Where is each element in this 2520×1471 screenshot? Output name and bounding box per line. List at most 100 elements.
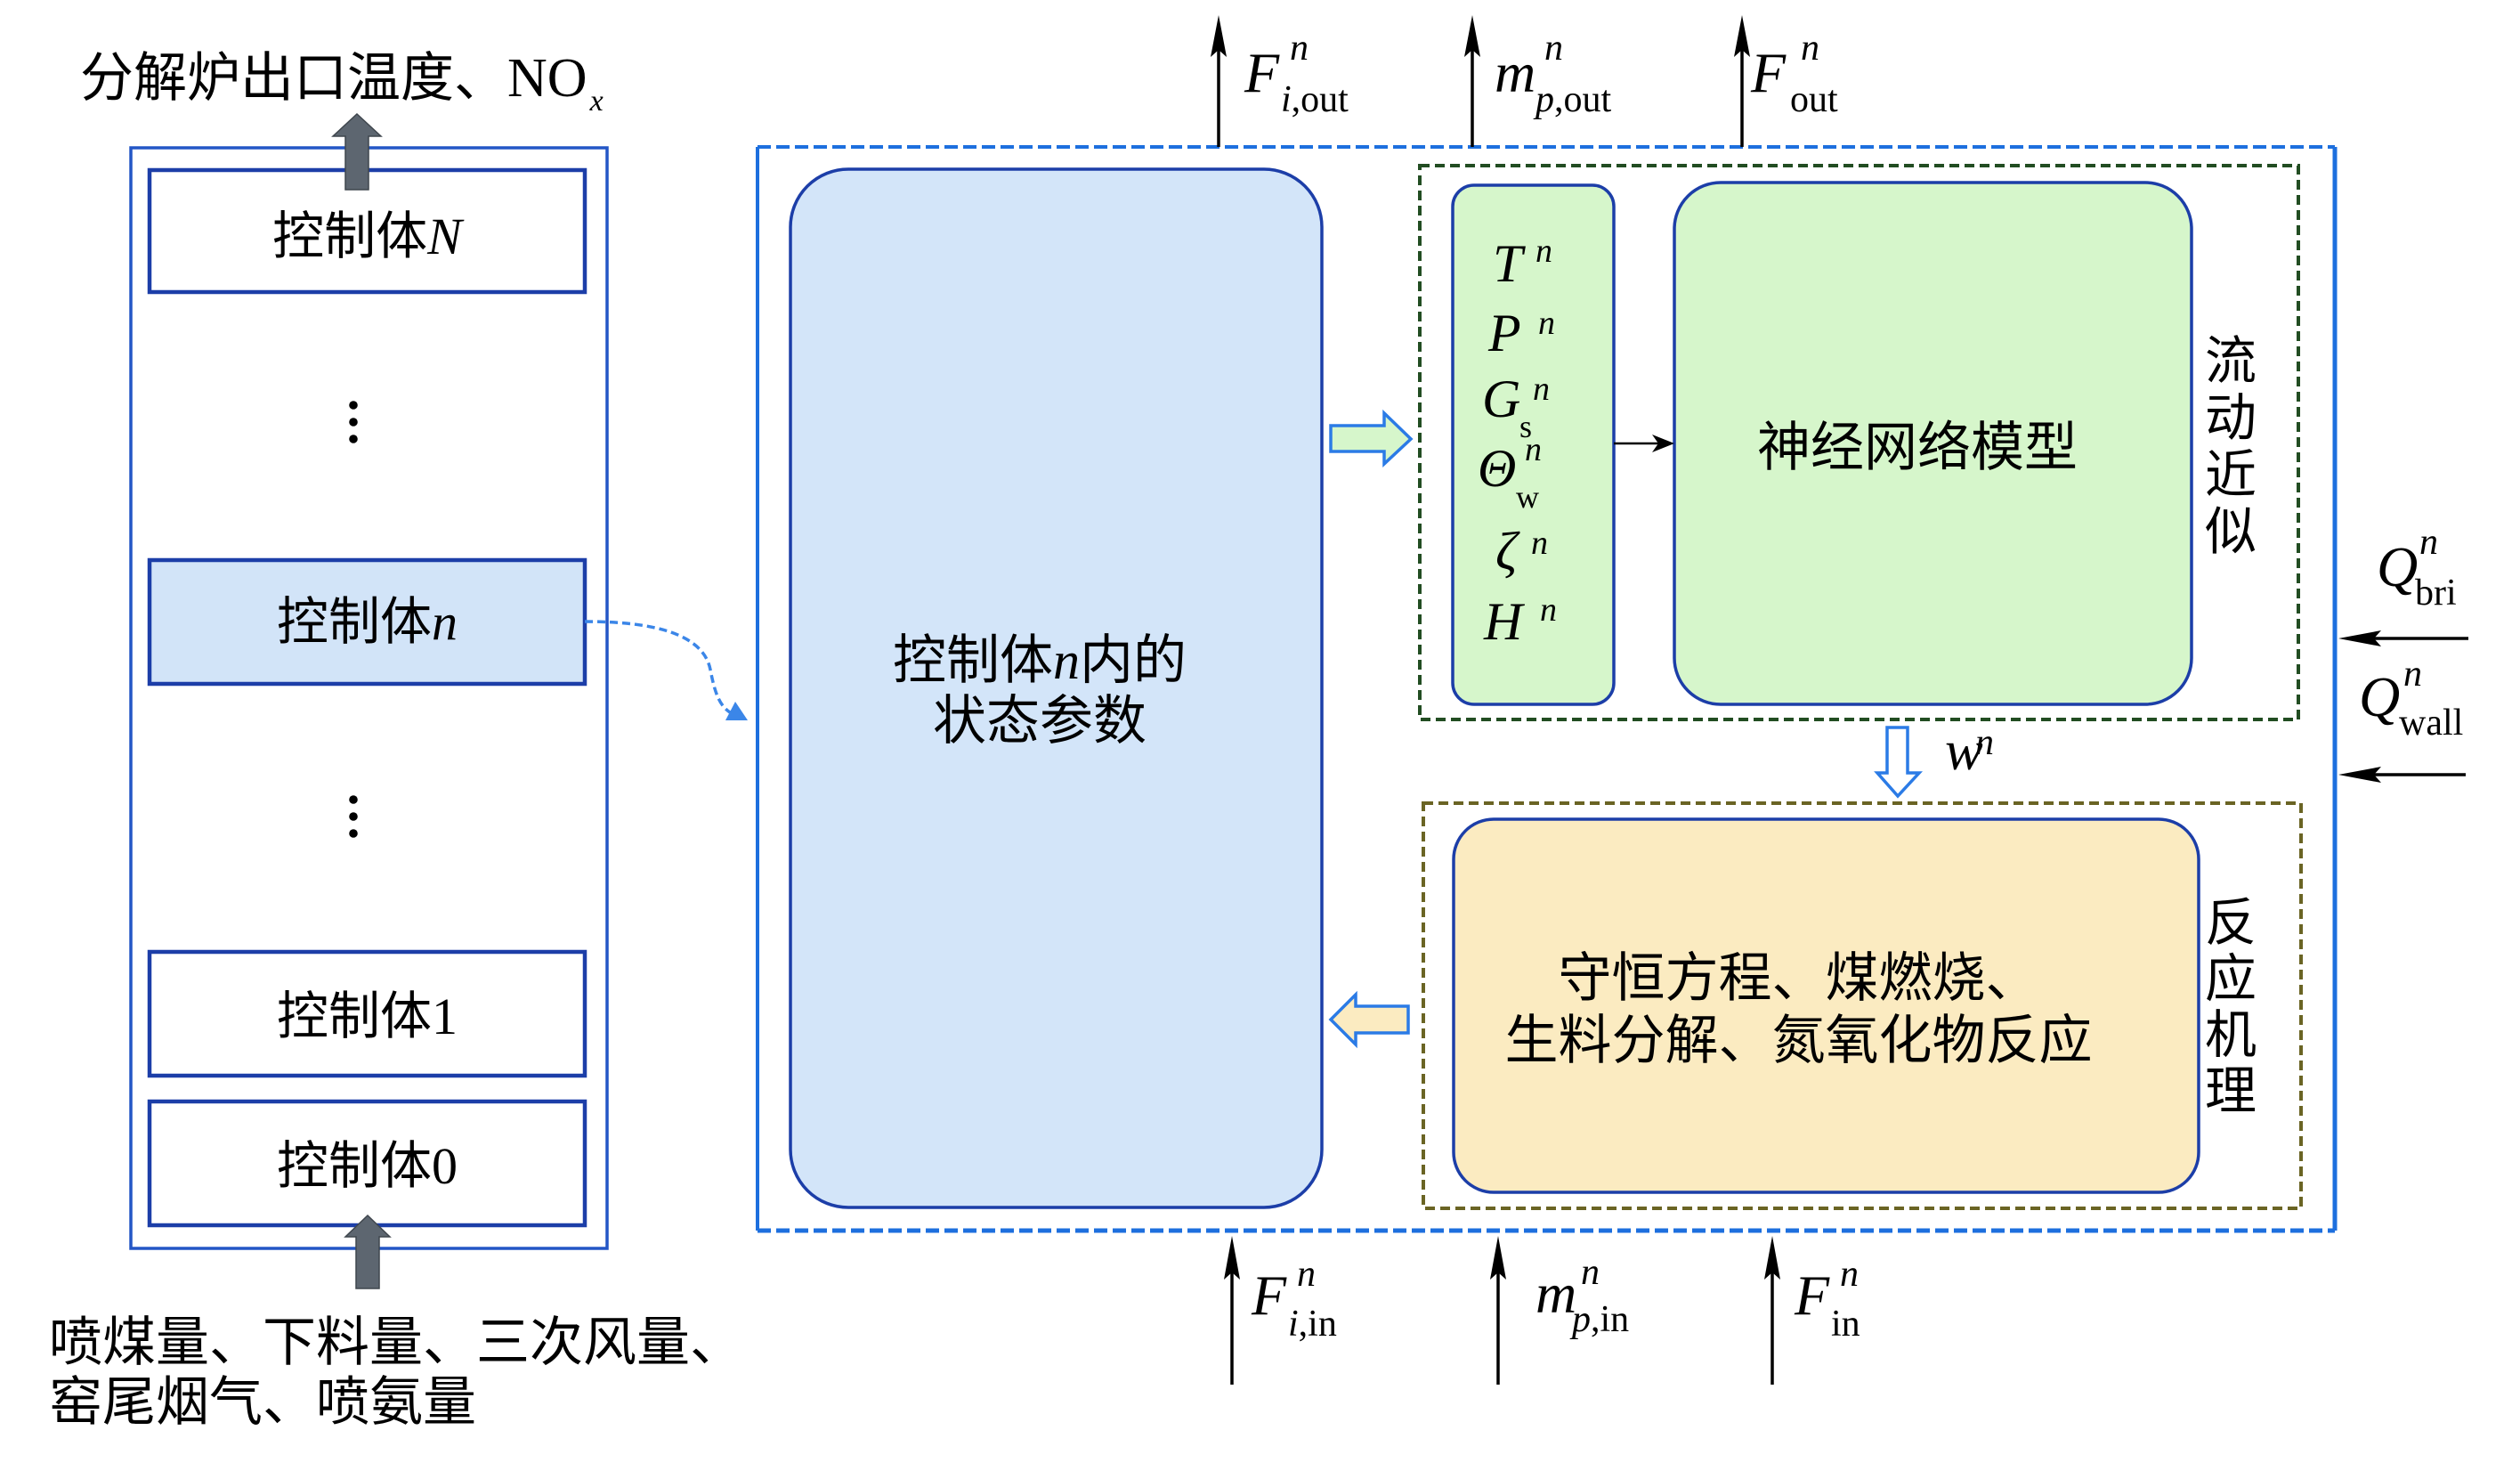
reaction-models-line-2: 生料分解、氮氧化物反应 bbox=[1504, 1012, 2093, 1070]
control-volume-box-0 bbox=[147, 1099, 587, 1228]
state-label-prefix: 控制体 bbox=[893, 631, 1053, 690]
control-volume-stack-frame bbox=[129, 146, 609, 1250]
superscript: n bbox=[1297, 1254, 1316, 1295]
zoom-link-dashed-curve bbox=[584, 620, 732, 714]
outflow-arrow bbox=[1464, 15, 1480, 147]
subscript: s bbox=[1519, 409, 1533, 444]
reaction-models-line-1: 守恒方程、煤燃烧、 bbox=[1558, 949, 2039, 1008]
symbol: m bbox=[1535, 1262, 1577, 1325]
state-parameters-label-line-1: 控制体n内的 bbox=[790, 630, 1289, 691]
state-variable-theta-w: Θ n w bbox=[1478, 433, 1542, 513]
subscript-roman: ,out bbox=[1291, 79, 1349, 120]
symbol: Θ bbox=[1478, 439, 1517, 498]
arrow-up-icon bbox=[1224, 1236, 1240, 1280]
superscript: n bbox=[1531, 524, 1548, 562]
inflow-arrow bbox=[1224, 1236, 1240, 1385]
subscript: p,out bbox=[1535, 81, 1611, 118]
arrow-left-icon bbox=[2338, 630, 2381, 646]
state-label-suffix: 内的 bbox=[1080, 631, 1187, 690]
coupling-weight-label: w n bbox=[1945, 722, 1994, 779]
superscript: n bbox=[2419, 522, 2438, 563]
subscript: out bbox=[1790, 81, 1838, 118]
symbol: Q bbox=[2359, 665, 2401, 728]
superscript: n bbox=[2403, 654, 2422, 695]
reaction-mechanism-group bbox=[1422, 801, 2303, 1210]
symbol: Q bbox=[2377, 535, 2419, 598]
operating-inputs-line-1: 喷煤量、下料量、三次风量、 bbox=[49, 1313, 743, 1372]
symbol: F bbox=[1751, 41, 1787, 104]
state-label-index: n bbox=[1053, 631, 1080, 690]
superscript: n bbox=[1533, 370, 1550, 408]
superscript: n bbox=[1581, 1252, 1600, 1293]
coupling-down-hollow-arrow-icon bbox=[1874, 726, 1923, 799]
control-volume-box-1 bbox=[147, 949, 587, 1078]
arrow-up-icon bbox=[1764, 1236, 1780, 1280]
ellipsis-dot bbox=[349, 795, 358, 804]
symbol: T bbox=[1493, 234, 1523, 293]
symbol: G bbox=[1482, 370, 1521, 428]
inflow-arrow bbox=[1490, 1236, 1506, 1385]
control-volume-box-n bbox=[147, 557, 587, 687]
subscript-italic: i bbox=[1288, 1304, 1299, 1345]
vertical-ellipsis-icon bbox=[349, 401, 358, 443]
arrow-up-icon bbox=[1464, 15, 1480, 57]
subscript: i,in bbox=[1288, 1305, 1337, 1343]
control-volume-index: 0 bbox=[432, 1136, 458, 1195]
superscript: n bbox=[1540, 591, 1557, 629]
state-parameters-label: 控制体n内的 状态参数 bbox=[790, 630, 1289, 752]
to-flow-hollow-arrow-icon bbox=[1329, 409, 1414, 468]
symbol: F bbox=[1252, 1264, 1287, 1327]
inflow-arrow bbox=[1764, 1236, 1780, 1385]
symbol: w bbox=[1945, 719, 1983, 782]
state-variable-zeta: ζ n bbox=[1495, 524, 1548, 578]
output-species-subscript: x bbox=[589, 85, 604, 118]
heat-input-arrow bbox=[2338, 630, 2468, 646]
subscript-roman: in bbox=[1831, 1304, 1860, 1345]
subscript-italic: p bbox=[1535, 79, 1554, 120]
ellipsis-dot bbox=[349, 829, 358, 838]
superscript: n bbox=[1290, 28, 1309, 69]
symbol: P bbox=[1488, 304, 1521, 362]
subscript: in bbox=[1831, 1305, 1860, 1343]
heat-input-arrow bbox=[2338, 767, 2466, 783]
superscript: n bbox=[1525, 431, 1542, 468]
state-variable-P: P n bbox=[1488, 306, 1555, 360]
outflow-arrow bbox=[1734, 15, 1750, 147]
heat-input-label-Q-wall: Q n wall bbox=[2359, 655, 2463, 742]
ellipsis-dot bbox=[349, 812, 358, 821]
control-volume-prefix: 控制体 bbox=[276, 1136, 432, 1195]
output-label-text: 分解炉出口温度、 bbox=[80, 49, 507, 108]
from-reaction-hollow-arrow-icon bbox=[1328, 990, 1410, 1049]
input-gray-arrow-icon bbox=[344, 1214, 392, 1289]
variables-to-model-arrowhead-icon bbox=[1652, 435, 1674, 452]
subscript-italic: p bbox=[1572, 1299, 1591, 1340]
symbol: F bbox=[1244, 41, 1280, 104]
control-volume-prefix: 控制体 bbox=[276, 987, 432, 1045]
subscript: wall bbox=[2399, 703, 2464, 744]
subscript: w bbox=[1516, 479, 1539, 515]
flow-approximation-group bbox=[1418, 164, 2300, 721]
control-volume-index: N bbox=[427, 207, 462, 265]
ellipsis-dot bbox=[349, 435, 358, 443]
ellipsis-dot bbox=[349, 418, 358, 427]
arrow-left-icon bbox=[2338, 767, 2381, 783]
arrow-up-icon bbox=[1734, 15, 1750, 57]
state-parameters-label-line-2: 状态参数 bbox=[933, 692, 1147, 751]
subscript-roman: ,in bbox=[1298, 1304, 1337, 1345]
neural-network-model-label: 神经网络模型 bbox=[1757, 419, 2078, 477]
control-volume-prefix: 控制体 bbox=[276, 592, 432, 651]
control-volume-index: 1 bbox=[432, 987, 458, 1045]
output-species: NO bbox=[507, 48, 587, 109]
reaction-models-box bbox=[1452, 817, 2200, 1194]
superscript: n bbox=[1975, 722, 1994, 763]
control-volume-index: n bbox=[432, 592, 458, 651]
vertical-ellipsis-icon bbox=[349, 795, 358, 838]
ellipsis-dot bbox=[349, 401, 358, 410]
furnace-output-label: 分解炉出口温度、NOx bbox=[80, 48, 604, 117]
subscript-roman: ,in bbox=[1591, 1299, 1630, 1340]
superscript: n bbox=[1535, 232, 1552, 270]
